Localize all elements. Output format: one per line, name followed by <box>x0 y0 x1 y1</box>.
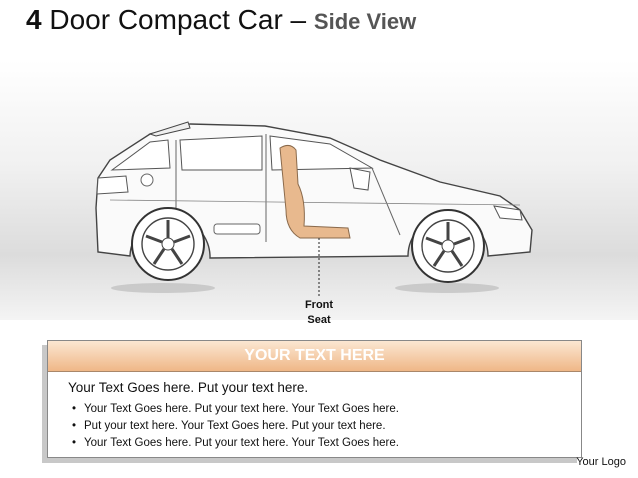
front-wheel <box>411 209 485 283</box>
front-wheel-shadow <box>395 283 499 293</box>
roof-spoiler <box>148 121 191 137</box>
text-box-lead: Your Text Goes here. Put your text here. <box>68 380 309 395</box>
callout-line1: Front <box>304 299 334 311</box>
rear-light <box>96 175 129 195</box>
text-box-header: YOUR TEXT HERE <box>48 341 581 372</box>
logo-text: Your Logo <box>576 456 626 468</box>
rear-wheel <box>131 207 205 281</box>
rear-wheel-shadow <box>111 283 215 293</box>
bullet-list: Your Text Goes here. Put your text here.… <box>48 401 581 452</box>
title-main: Door Compact Car – <box>41 4 314 35</box>
fuel-cap <box>140 173 154 187</box>
front-seat <box>279 144 351 239</box>
steering-wheel <box>349 167 371 191</box>
callout-line2: Seat <box>307 314 331 326</box>
rear-door-window <box>179 135 263 171</box>
bullet-item: Your Text Goes here. Put your text here.… <box>72 435 581 452</box>
car-stage <box>0 60 638 320</box>
rear-window <box>110 139 171 171</box>
headlight <box>493 205 523 221</box>
title-subtitle: Side View <box>313 9 417 34</box>
car-illustration <box>95 121 533 296</box>
front-seat-callout: Front Seat <box>292 298 346 328</box>
body-crease <box>109 199 521 206</box>
text-box: YOUR TEXT HERE Your Text Goes here. Put … <box>47 340 582 458</box>
title-number: 4 <box>26 4 42 35</box>
bullet-item: Put your text here. Your Text Goes here.… <box>72 418 581 435</box>
rear-seat <box>213 223 261 235</box>
bullet-item: Your Text Goes here. Put your text here.… <box>72 401 581 418</box>
slide-title: 4 Door Compact Car – Side View <box>26 4 416 36</box>
